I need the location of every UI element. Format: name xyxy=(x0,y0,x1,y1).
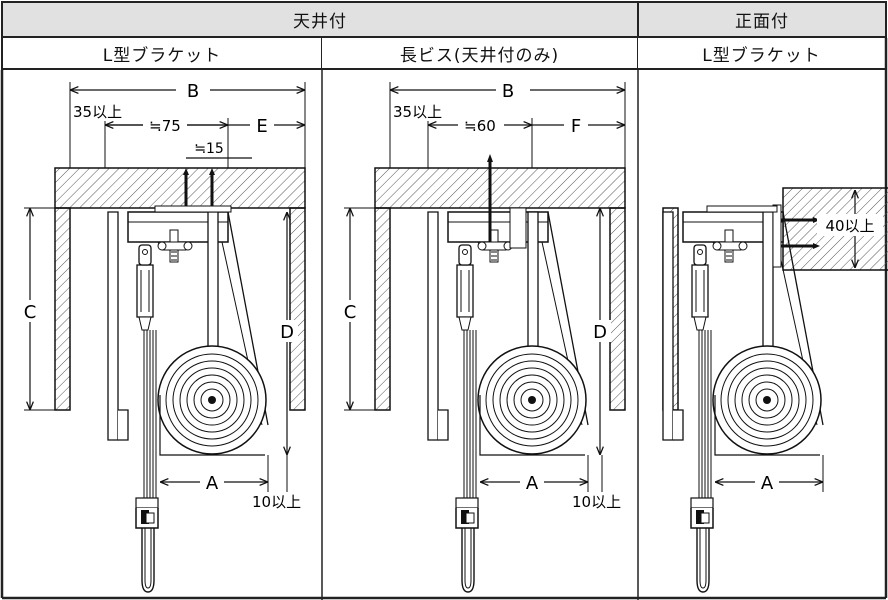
p1-dim-C: C xyxy=(24,302,37,323)
subheader-long-screw: 長ビス(天井付のみ) xyxy=(322,38,638,70)
p2-dim-A: A xyxy=(526,473,539,494)
p1-dim-75: ≒75 xyxy=(149,117,181,135)
p1-dim-D: D xyxy=(280,322,294,343)
header-ceiling-mount: 天井付 xyxy=(1,1,638,38)
panel-ceiling-l-bracket: B 35以上 ≒75 E ≒15 C D A 10以上 xyxy=(20,80,306,593)
p2-dim-D: D xyxy=(593,322,607,343)
panel-front-l-bracket: 40以上 A xyxy=(662,187,888,593)
p2-dim-F: F xyxy=(571,116,581,137)
subheader-long-screw-label: 長ビス(天井付のみ) xyxy=(399,45,560,66)
p2-dim-10: 10以上 xyxy=(572,493,621,511)
p2-dim-C: C xyxy=(344,302,357,323)
p2-dim-B: B xyxy=(502,81,514,102)
p1-dim-35: 35以上 xyxy=(73,103,122,121)
p1-dim-B: B xyxy=(187,81,199,102)
p2-dim-60: ≒60 xyxy=(464,117,496,135)
subheader-l-bracket-ceiling-label: L型ブラケット xyxy=(102,45,222,66)
p1-dim-10: 10以上 xyxy=(252,493,301,511)
p2-dim-35: 35以上 xyxy=(393,103,442,121)
p1-dim-A: A xyxy=(206,473,219,494)
header-ceiling-mount-label: 天井付 xyxy=(293,12,347,32)
subheader-l-bracket-front-label: L型ブラケット xyxy=(702,45,821,66)
p1-dim-15: ≒15 xyxy=(194,141,224,157)
header-front-mount-label: 正面付 xyxy=(735,12,789,32)
p3-dim-A: A xyxy=(761,473,774,494)
subheader-l-bracket-ceiling: L型ブラケット xyxy=(1,38,322,70)
p1-dim-E: E xyxy=(256,116,267,137)
p3-dim-40: 40以上 xyxy=(825,217,874,235)
header-front-mount: 正面付 xyxy=(638,1,887,38)
panel-long-screw: B 35以上 ≒60 F C D A 10以上 xyxy=(340,80,626,593)
subheader-l-bracket-front: L型ブラケット xyxy=(638,38,887,70)
